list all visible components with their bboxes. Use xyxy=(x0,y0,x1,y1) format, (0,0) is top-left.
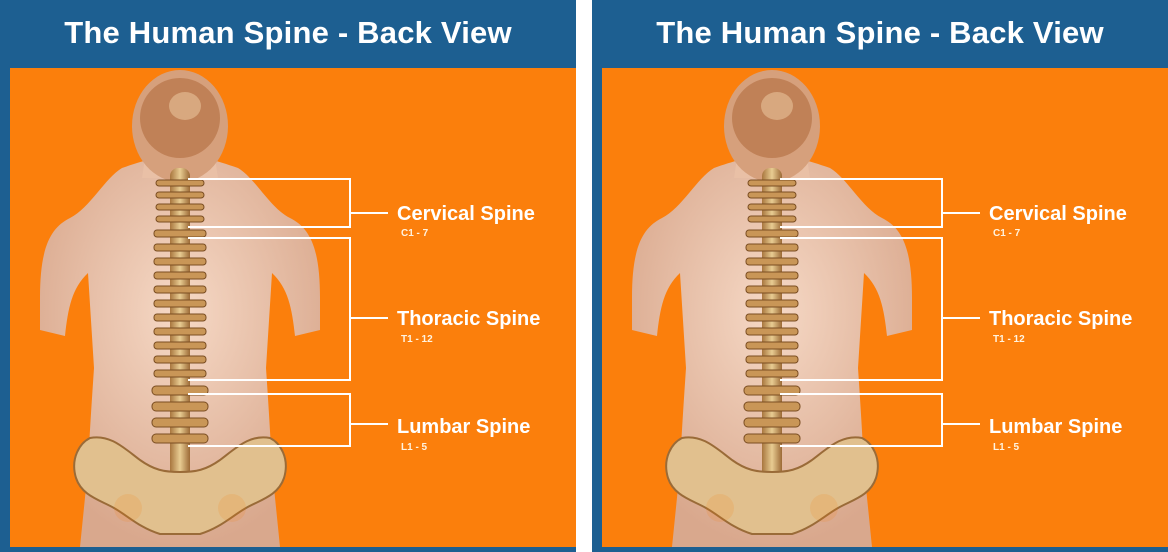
diagram-area: Cervical Spine C1 - 7 Thoracic Spine T1 … xyxy=(10,68,576,547)
spine-panel-right: The Human Spine - Back View xyxy=(592,0,1168,552)
spine-panel-left: The Human Spine - Back View xyxy=(0,0,576,552)
diagram-area: Cervical Spine C1 - 7 Thoracic Spine T1 … xyxy=(602,68,1168,547)
panel-title: The Human Spine - Back View xyxy=(592,0,1168,66)
label-lumbar: Lumbar Spine xyxy=(397,416,530,439)
label-thoracic: Thoracic Spine xyxy=(989,308,1132,331)
panel-title: The Human Spine - Back View xyxy=(0,0,576,66)
range-cervical: C1 - 7 xyxy=(993,228,1020,239)
label-lumbar: Lumbar Spine xyxy=(989,416,1122,439)
range-thoracic: T1 - 12 xyxy=(401,334,433,345)
range-lumbar: L1 - 5 xyxy=(401,442,427,453)
label-cervical: Cervical Spine xyxy=(397,203,535,226)
label-thoracic: Thoracic Spine xyxy=(397,308,540,331)
range-cervical: C1 - 7 xyxy=(401,228,428,239)
range-lumbar: L1 - 5 xyxy=(993,442,1019,453)
label-cervical: Cervical Spine xyxy=(989,203,1127,226)
range-thoracic: T1 - 12 xyxy=(993,334,1025,345)
